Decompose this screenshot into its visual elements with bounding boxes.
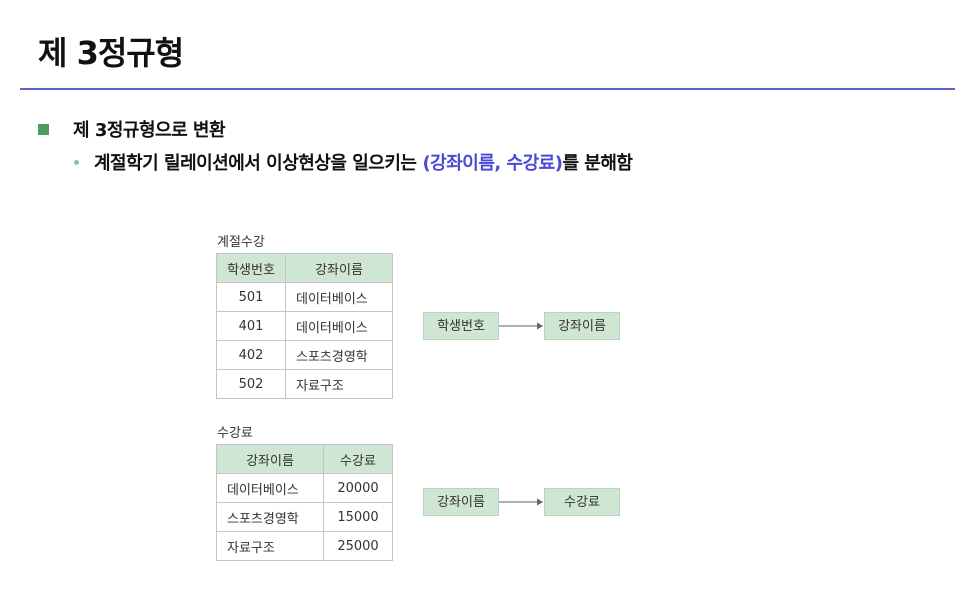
table-row: 자료구조 25000 — [216, 531, 393, 561]
column-header: 수강료 — [323, 444, 393, 474]
fd2-arrow-icon — [499, 498, 543, 506]
table2-caption: 수강료 — [217, 426, 253, 441]
title-divider — [20, 88, 955, 90]
table-seasonal-enrollment: 학생번호 강좌이름 501 데이터베이스 401 데이터베이스 402 스포츠경… — [216, 253, 393, 399]
table-row: 402 스포츠경영학 — [216, 340, 393, 370]
table-course-fee: 강좌이름 수강료 데이터베이스 20000 스포츠경영학 15000 자료구조 … — [216, 444, 393, 561]
table-cell: 402 — [216, 340, 286, 370]
table-cell: 스포츠경영학 — [285, 340, 393, 370]
fd2-determinant-box: 강좌이름 — [423, 488, 499, 516]
bullet-level1-text: 제 3정규형으로 변환 — [73, 120, 226, 141]
table-cell: 자료구조 — [285, 369, 393, 399]
table-header-row: 강좌이름 수강료 — [216, 444, 393, 474]
column-header: 학생번호 — [216, 253, 286, 283]
table-cell: 501 — [216, 282, 286, 312]
table-cell: 25000 — [323, 531, 393, 561]
column-header: 강좌이름 — [216, 444, 324, 474]
bullet-level2-highlight: (강좌이름, 수강료) — [422, 153, 563, 174]
fd1-dependent-box: 강좌이름 — [544, 312, 620, 340]
table-row: 401 데이터베이스 — [216, 311, 393, 341]
table-header-row: 학생번호 강좌이름 — [216, 253, 393, 283]
slide-title: 제 3정규형 — [38, 34, 184, 72]
fd2-dependent-box: 수강료 — [544, 488, 620, 516]
table-cell: 15000 — [323, 502, 393, 532]
table1-caption: 계절수강 — [217, 235, 265, 250]
table-cell: 데이터베이스 — [285, 282, 393, 312]
table-cell: 502 — [216, 369, 286, 399]
bullet-level2-suffix: 를 분해함 — [562, 153, 633, 174]
table-cell: 데이터베이스 — [216, 473, 324, 503]
table-cell: 데이터베이스 — [285, 311, 393, 341]
bullet-level1: 제 3정규형으로 변환 — [38, 116, 226, 142]
table-row: 스포츠경영학 15000 — [216, 502, 393, 532]
fd1-determinant-box: 학생번호 — [423, 312, 499, 340]
table-row: 501 데이터베이스 — [216, 282, 393, 312]
dot-bullet-icon — [74, 159, 79, 165]
table-cell: 20000 — [323, 473, 393, 503]
bullet-level2: 계절학기 릴레이션에서 이상현상을 일으키는 (강좌이름, 수강료) 를 분해함 — [74, 149, 633, 175]
fd1-arrow-icon — [499, 322, 543, 330]
table-cell: 스포츠경영학 — [216, 502, 324, 532]
table-cell: 자료구조 — [216, 531, 324, 561]
table-row: 502 자료구조 — [216, 369, 393, 399]
square-bullet-icon — [38, 123, 49, 135]
table-cell: 401 — [216, 311, 286, 341]
bullet-level2-prefix: 계절학기 릴레이션에서 이상현상을 일으키는 — [94, 153, 417, 174]
table-row: 데이터베이스 20000 — [216, 473, 393, 503]
column-header: 강좌이름 — [285, 253, 393, 283]
